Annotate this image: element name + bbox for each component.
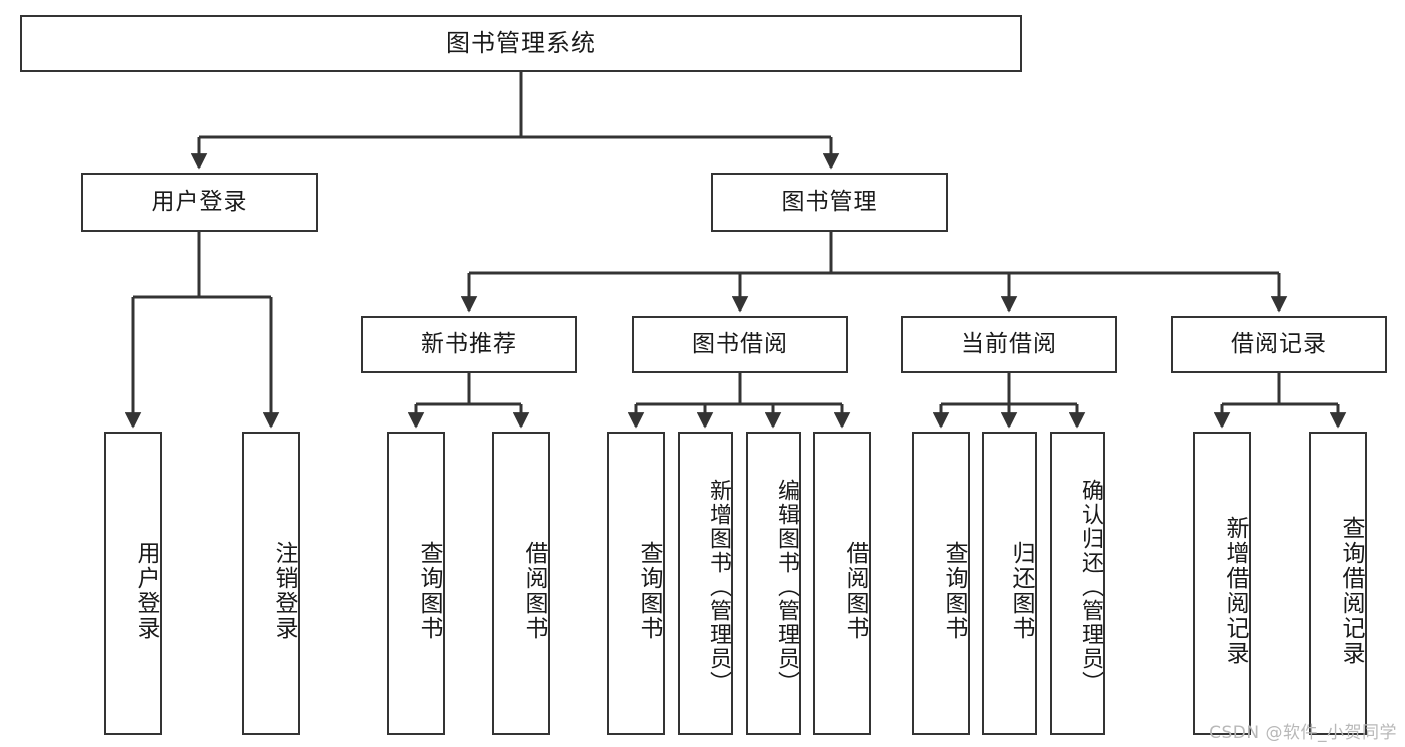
leaf-query-book-newbook[interactable]: 查询图书 — [387, 432, 445, 735]
leaf-add-book-admin[interactable]: 新增图书（管理员） — [678, 432, 733, 735]
leaf-query-book-borrow[interactable]: 查询图书 — [607, 432, 665, 735]
leaf-add-borrow-record[interactable]: 新增借阅记录 — [1193, 432, 1251, 735]
node-user-login[interactable]: 用户登录 — [81, 173, 318, 232]
leaf-edit-book-admin[interactable]: 编辑图书（管理员） — [746, 432, 801, 735]
node-book-borrow[interactable]: 图书借阅 — [632, 316, 848, 373]
leaf-confirm-return-admin[interactable]: 确认归还（管理员） — [1050, 432, 1105, 735]
node-book-management[interactable]: 图书管理 — [711, 173, 948, 232]
node-root-book-management-system[interactable]: 图书管理系统 — [20, 15, 1022, 72]
leaf-query-book-current[interactable]: 查询图书 — [912, 432, 970, 735]
node-borrow-record[interactable]: 借阅记录 — [1171, 316, 1387, 373]
leaf-borrow-book-borrow[interactable]: 借阅图书 — [813, 432, 871, 735]
leaf-query-borrow-record[interactable]: 查询借阅记录 — [1309, 432, 1367, 735]
leaf-return-book[interactable]: 归还图书 — [982, 432, 1037, 735]
leaf-logout-login[interactable]: 注销登录 — [242, 432, 300, 735]
node-new-book-recommend[interactable]: 新书推荐 — [361, 316, 577, 373]
node-current-borrow[interactable]: 当前借阅 — [901, 316, 1117, 373]
leaf-user-login[interactable]: 用户登录 — [104, 432, 162, 735]
leaf-borrow-book-newbook[interactable]: 借阅图书 — [492, 432, 550, 735]
